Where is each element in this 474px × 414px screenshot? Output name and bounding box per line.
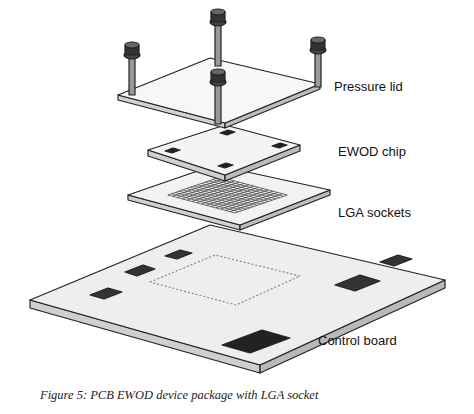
screws [124,9,326,124]
chip-pad [220,130,235,135]
chip-pad [272,143,287,148]
socket-footprint [150,255,300,305]
figure-caption: Figure 5: PCB EWOD device package with L… [40,388,318,403]
part-name: LGA sockets [338,205,411,220]
control-board [30,225,445,365]
board-chip [380,255,412,266]
chip-pad [165,148,180,153]
part-name: Control board [318,333,397,348]
board-chip [165,250,192,259]
pressure-lid [118,58,320,123]
board-chip [222,330,290,353]
ewod-chip [148,125,300,175]
board-chip [125,265,155,276]
board-chip [335,275,380,291]
board-chip [90,288,122,299]
part-name: Pressure lid [334,79,403,94]
part-name: EWOD chip [338,144,406,159]
chip-pad [218,163,233,168]
